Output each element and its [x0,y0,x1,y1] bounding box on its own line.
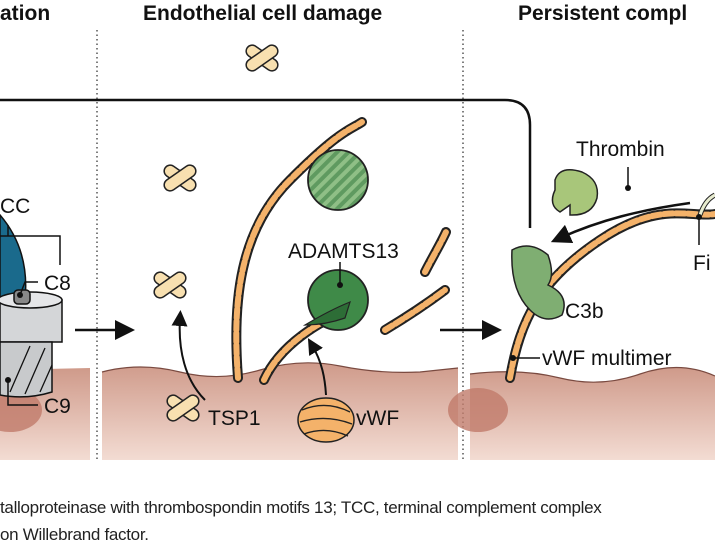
vwf-granule [297,397,355,443]
arrow-icon [550,201,691,244]
panel1-header: ation [0,2,50,25]
fibrin-label: Fi [693,252,711,275]
c3b [511,245,565,320]
endothelium [0,362,715,460]
panel2-header: Endothelial cell damage [143,2,382,25]
c9-label: C9 [44,395,71,418]
caption-line-1: talloproteinase with thrombospondin moti… [0,498,602,517]
c8-label: C8 [44,272,71,295]
tsp1-label: TSP1 [208,407,261,430]
arrow-icon [171,310,206,401]
thrombin [551,169,599,216]
tcc-label: CC [0,195,30,218]
adamts13-label: ADAMTS13 [288,240,399,263]
c3b-label: C3b [565,300,604,323]
panel3-header: Persistent compl [518,2,687,25]
adamts13-inactive [307,149,369,211]
tcc-complex [0,213,63,406]
feedback-line [0,98,532,228]
arrow-icon [307,338,327,396]
caption-line-2: on Willebrand factor. [0,525,149,544]
vwf-multimer-label: vWF multimer [542,347,672,370]
vwf-label: vWF [356,407,399,430]
thrombin-label: Thrombin [576,138,665,161]
